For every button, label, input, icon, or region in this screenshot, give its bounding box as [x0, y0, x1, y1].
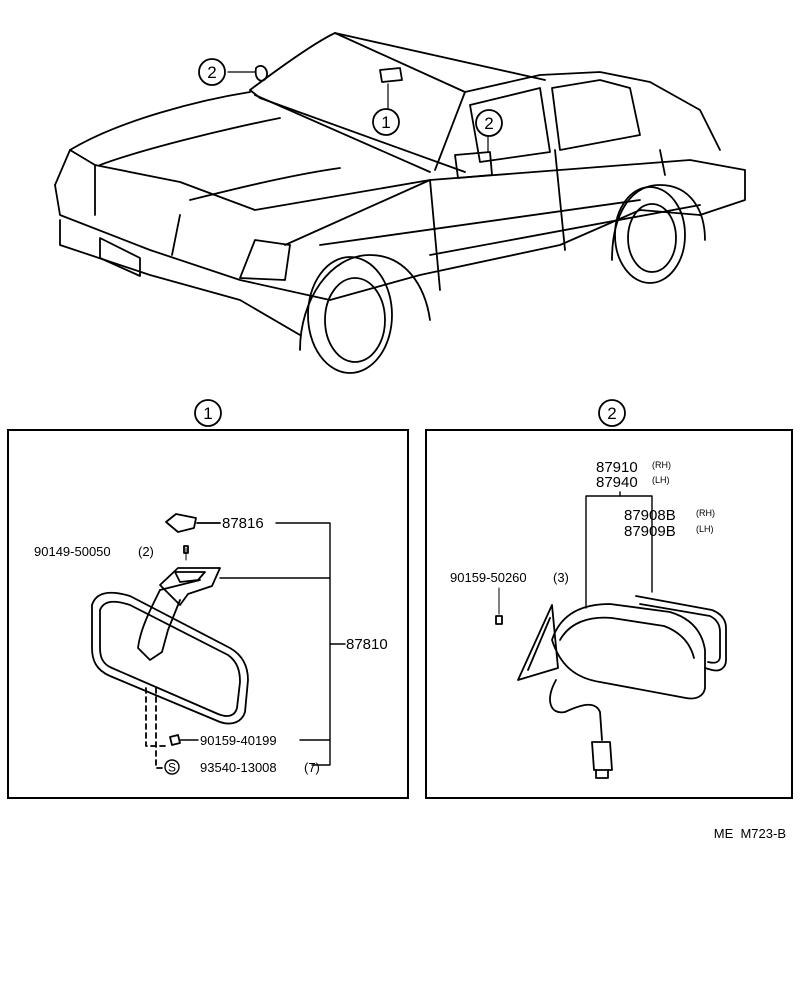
svg-text:S: S — [168, 761, 176, 775]
overview-callout-2-right: 2 — [475, 109, 503, 137]
drawing-code: ME M723-B — [714, 826, 786, 841]
panel-2-frame — [425, 429, 793, 799]
part-87909B: 87909B — [624, 523, 676, 540]
part-90159-40199: 90159-40199 — [200, 733, 277, 748]
overview-callout-1: 1 — [372, 108, 400, 136]
part-87940-tag: (LH) — [652, 475, 670, 485]
svg-text:2: 2 — [207, 63, 216, 82]
car-illustration — [54, 32, 746, 374]
svg-text:1: 1 — [381, 113, 390, 132]
inner-mirror-drawing — [91, 513, 346, 769]
svg-text:2: 2 — [484, 114, 493, 133]
part-87910-tag: (RH) — [652, 460, 671, 470]
outer-mirror-drawing — [495, 491, 727, 779]
panel-1-header: 1 — [194, 399, 222, 427]
svg-text:2: 2 — [607, 404, 616, 423]
svg-text:1: 1 — [203, 404, 212, 423]
part-90159-50260: 90159-50260 — [450, 570, 527, 585]
part-87910: 87910 — [596, 459, 638, 476]
part-87909B-tag: (LH) — [696, 524, 714, 534]
part-87816: 87816 — [222, 515, 264, 532]
part-87908B: 87908B — [624, 507, 676, 524]
part-87810: 87810 — [346, 636, 388, 653]
panel-2-header: 2 — [598, 399, 626, 427]
part-90149-50050-qty: (2) — [138, 544, 154, 559]
part-90149-50050: 90149-50050 — [34, 544, 111, 559]
part-93540-13008: 93540-13008 — [200, 760, 277, 775]
panel-1-frame — [7, 429, 409, 799]
part-93540-13008-qty: (7) — [304, 760, 320, 775]
overview-callout-2-left: 2 — [198, 58, 226, 86]
part-87908B-tag: (RH) — [696, 508, 715, 518]
part-87940: 87940 — [596, 474, 638, 491]
std-part-mark: S — [164, 759, 180, 775]
part-90159-50260-qty: (3) — [553, 570, 569, 585]
